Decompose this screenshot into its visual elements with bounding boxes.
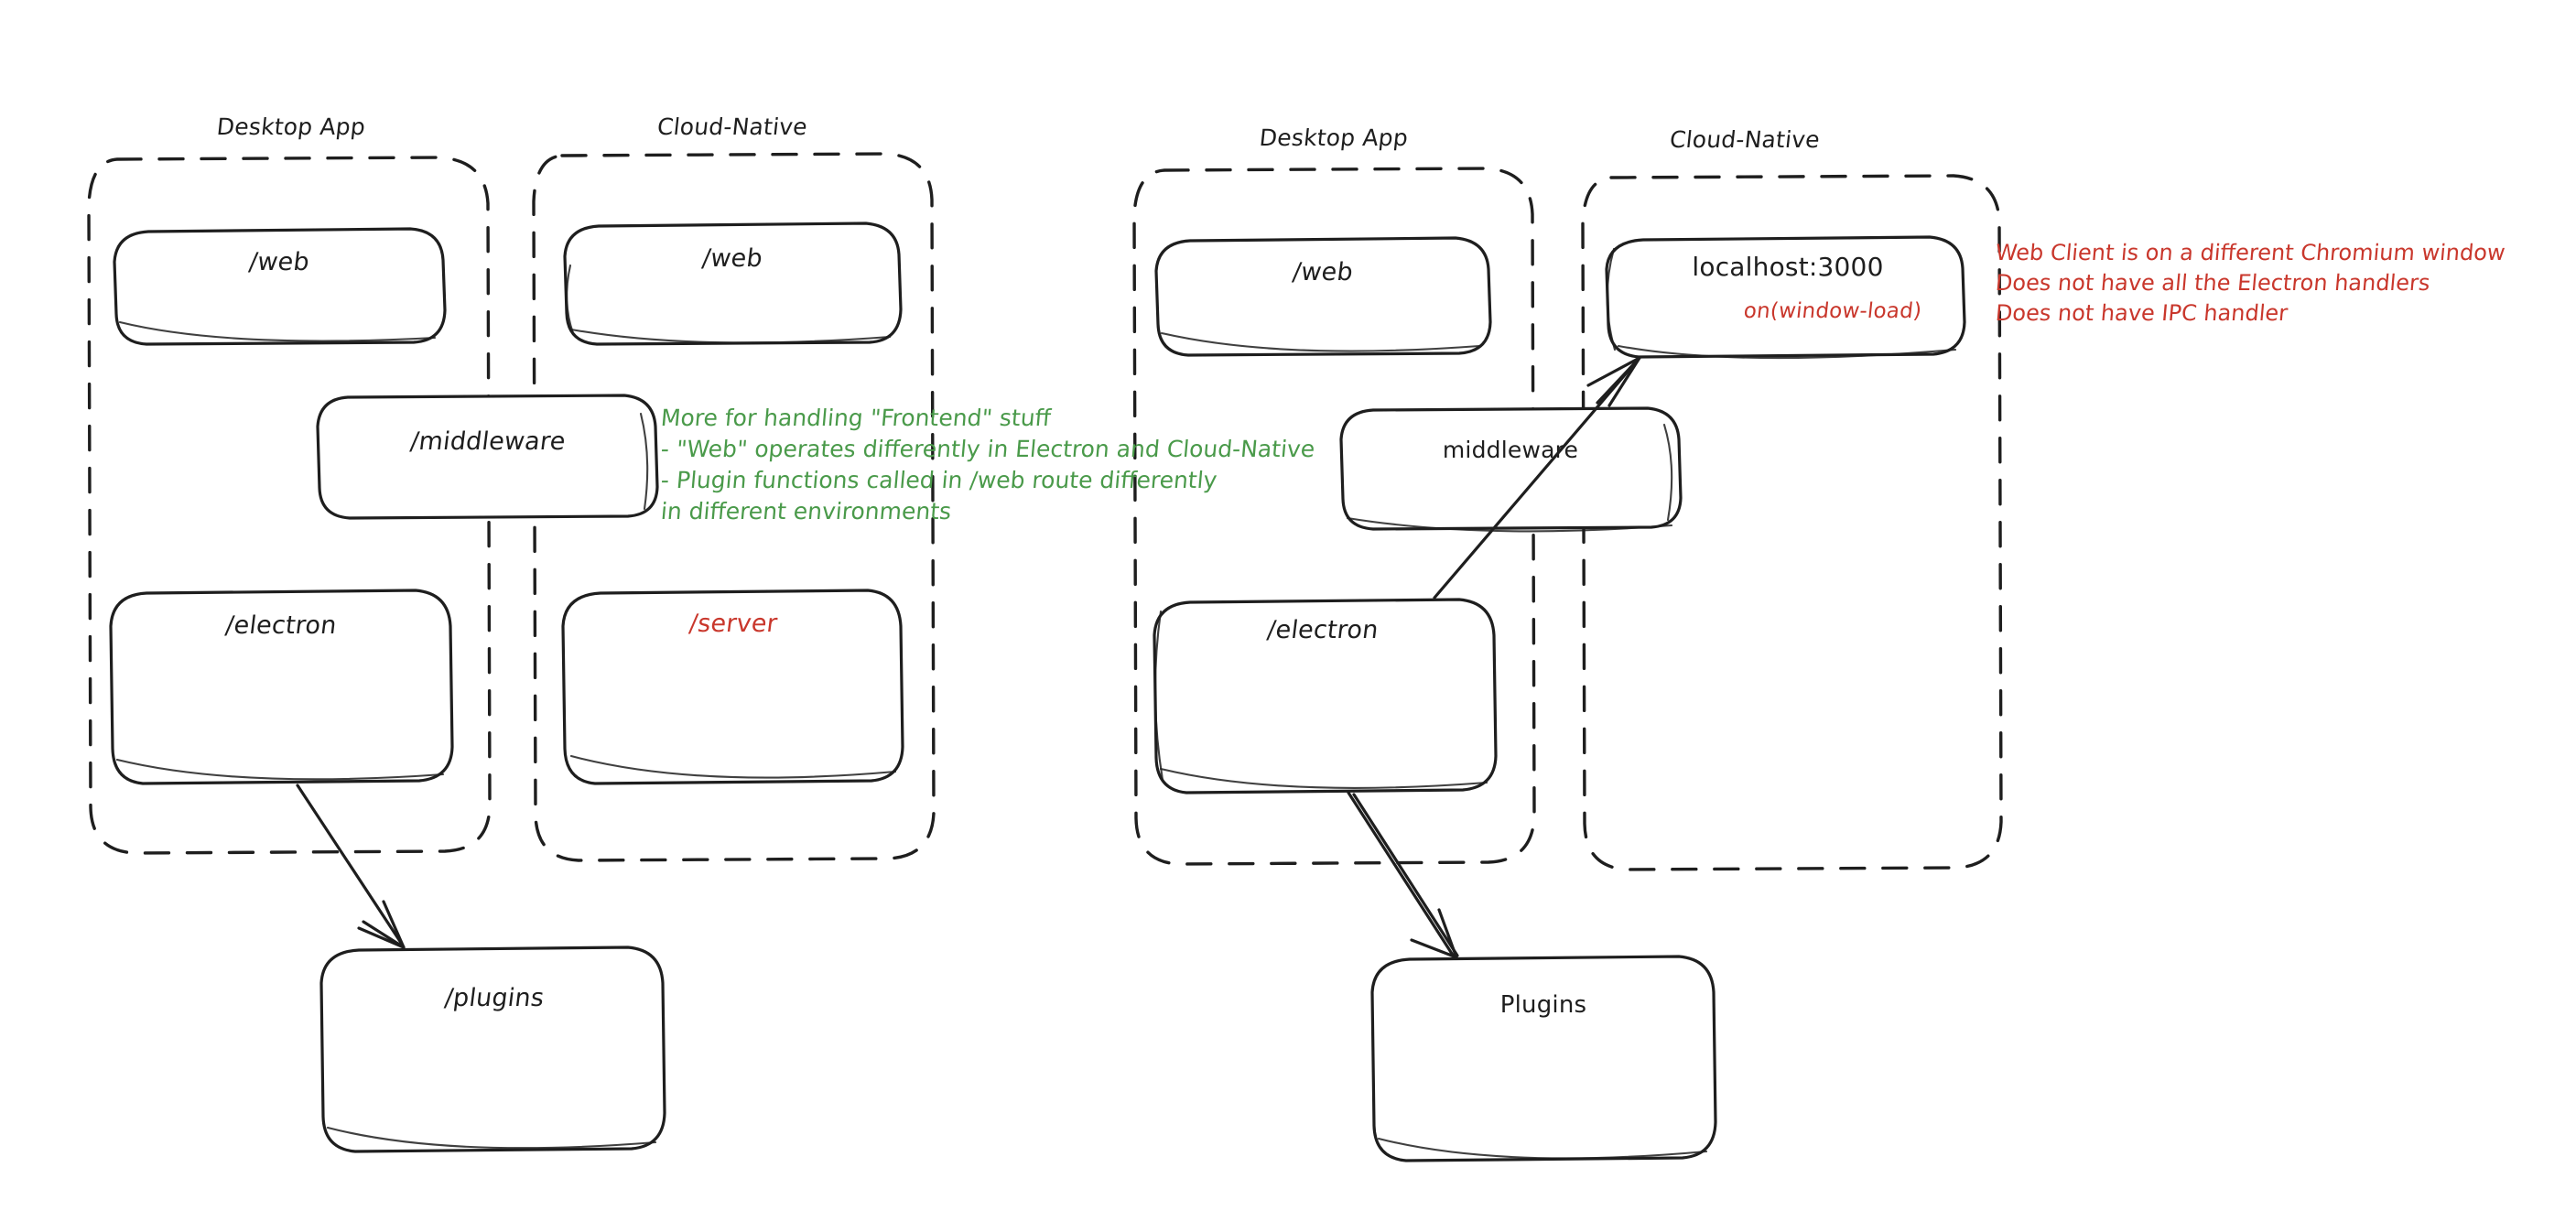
node-label-left-plugins: /plugins (442, 984, 547, 1012)
node-label-left-web-cloud: /web (700, 244, 764, 273)
arrow-right-electron-to-plugins (1347, 791, 1459, 959)
node-right-plugins (1370, 955, 1717, 1162)
group-right-cloud-native (1581, 174, 2003, 871)
node-label-left-electron: /electron (223, 611, 339, 640)
node-right-middleware (1339, 406, 1683, 533)
node-left-web-cloud (563, 222, 903, 346)
annotation-red-line-3: Does not have IPC handler (1994, 300, 2289, 326)
group-left-desktop-app (87, 156, 492, 855)
node-label-right-localhost: localhost:3000 (1692, 252, 1884, 282)
annotation-green-line-3: - Plugin functions called in /web route … (659, 467, 1218, 493)
node-right-localhost (1605, 235, 1966, 360)
annotation-red-line-2: Does not have all the Electron handlers (1994, 270, 2431, 296)
node-label-right-plugins: Plugins (1499, 991, 1587, 1019)
annotation-green-line-2: - "Web" operates differently in Electron… (659, 436, 1316, 462)
node-label-right-web-desktop: /web (1291, 258, 1355, 286)
arrow-right-electron-to-localhost (1433, 356, 1641, 600)
node-left-plugins (319, 946, 666, 1153)
node-right-web-desktop (1154, 236, 1492, 357)
group-caption-left-desktop-app: Desktop App (215, 113, 367, 140)
annotation-red-line-1: Web Client is on a different Chromium wi… (1994, 240, 2506, 265)
node-label-right-electron: /electron (1265, 616, 1380, 644)
annotation-green-note: More for handling "Frontend" stuff - "We… (659, 405, 1316, 524)
node-label-right-middleware: middleware (1442, 437, 1579, 463)
annotation-red-note: Web Client is on a different Chromium wi… (1994, 240, 2506, 326)
node-sublabel-right-localhost-on-window-load: on(window-load) (1742, 299, 1923, 323)
node-label-left-server: /server (687, 610, 779, 638)
group-caption-right-desktop-app: Desktop App (1258, 124, 1410, 151)
node-label-left-middleware: /middleware (408, 427, 568, 456)
group-right-desktop-app (1132, 167, 1536, 866)
node-left-server (561, 589, 904, 785)
annotation-green-line-4: in different environments (659, 498, 953, 524)
node-left-web-desktop (113, 227, 447, 346)
node-left-middleware (316, 394, 659, 520)
node-right-electron (1153, 598, 1498, 794)
node-left-electron (109, 589, 454, 785)
arrow-left-electron-to-plugins (296, 784, 406, 949)
group-caption-left-cloud-native: Cloud-Native (655, 113, 809, 140)
annotation-green-line-1: More for handling "Frontend" stuff (659, 405, 1053, 431)
group-caption-right-cloud-native: Cloud-Native (1668, 126, 1822, 153)
node-label-left-web-desktop: /web (247, 248, 311, 276)
